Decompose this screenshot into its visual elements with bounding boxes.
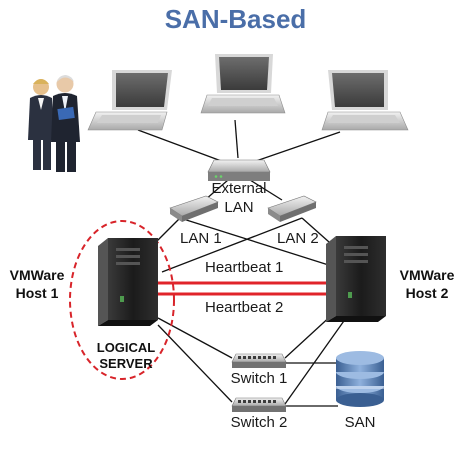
lan-switch-icon: [267, 195, 317, 222]
laptop-icon: [200, 54, 286, 114]
laptop-icon: [321, 70, 409, 131]
network-switch-icon: [231, 353, 287, 368]
host1-label-line1: VMWare: [9, 267, 65, 283]
network-switch-icon: [231, 397, 287, 412]
heartbeat-links: [158, 281, 334, 296]
business-people-image: [28, 75, 80, 172]
host2-label-line1: VMWare: [399, 267, 455, 283]
logical-server-label-line1: LOGICAL: [96, 340, 156, 355]
external-lan-label-line1: External: [211, 180, 267, 197]
lan1-label: LAN 1: [180, 230, 222, 247]
wires: [137, 119, 347, 407]
external-router-icon: [207, 159, 271, 181]
host2-label-line2: Host 2: [405, 285, 449, 301]
lan2-label: LAN 2: [277, 230, 319, 247]
switch1-label: Switch 1: [230, 370, 288, 387]
logical-server-label-line2: SERVER: [99, 356, 153, 371]
logical-server-outline: [69, 220, 175, 380]
heartbeat1-label: Heartbeat 1: [205, 259, 284, 276]
external-lan-label-line2: LAN: [224, 199, 254, 216]
lan-switch-icon: [169, 195, 219, 222]
diagram-title: SAN-Based: [164, 4, 307, 34]
tower-server-icon: [98, 238, 158, 326]
host1-label-line2: Host 1: [15, 285, 59, 301]
laptop-icon: [87, 70, 172, 131]
san-label: SAN: [344, 414, 376, 431]
database-storage-icon: [336, 351, 384, 407]
heartbeat2-label: Heartbeat 2: [205, 299, 284, 316]
tower-server-icon: [326, 236, 386, 322]
switch2-label: Switch 2: [230, 414, 288, 431]
